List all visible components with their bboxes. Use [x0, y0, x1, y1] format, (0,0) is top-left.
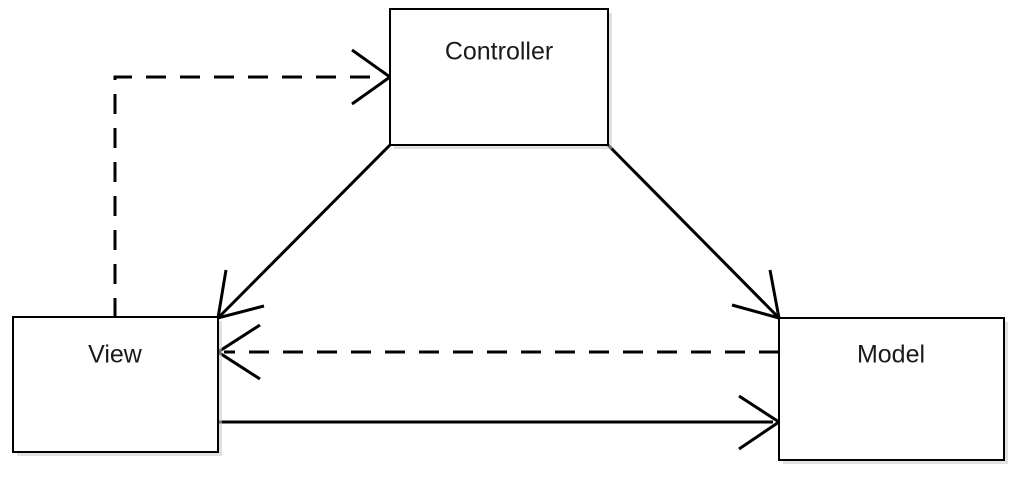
node-view[interactable]: View: [12, 316, 222, 456]
node-controller-label: Controller: [445, 38, 553, 66]
edge-view-to-controller: [113, 48, 393, 318]
edge-view-to-model: [218, 394, 782, 451]
node-model-box[interactable]: [778, 317, 1005, 461]
node-view-box[interactable]: [12, 316, 219, 453]
node-controller[interactable]: Controller: [389, 8, 612, 149]
edge-controller-to-model: [606, 143, 781, 321]
edge-controller-to-view-line: [216, 143, 392, 320]
edge-controller-to-model-line: [606, 143, 781, 320]
edge-view-to-controller-line: [113, 75, 383, 318]
edge-model-to-view: [215, 323, 779, 381]
node-view-label: View: [88, 341, 143, 369]
node-controller-box[interactable]: [389, 8, 609, 146]
node-model-label: Model: [857, 341, 925, 369]
node-model[interactable]: Model: [778, 317, 1008, 464]
edge-controller-to-view: [216, 143, 392, 321]
